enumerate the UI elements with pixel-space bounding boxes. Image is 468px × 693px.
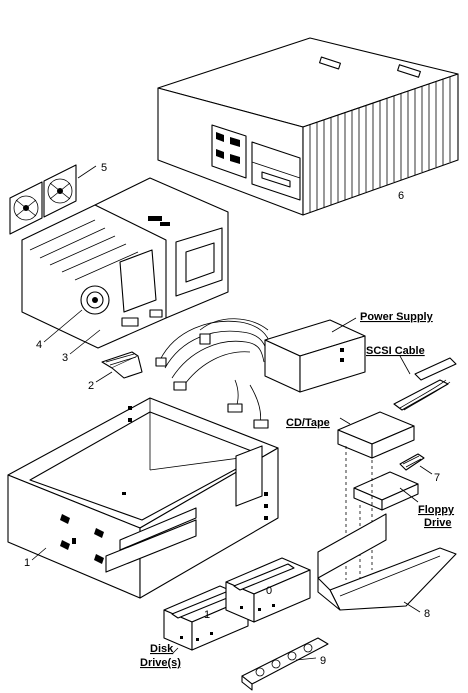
front-bezel-frame-part — [21, 177, 229, 349]
callout-9: 9 — [320, 655, 326, 667]
cover-front-panel — [211, 124, 301, 201]
label-disk-line2: Drive(s) — [140, 657, 181, 669]
bay-number-1: 1 — [204, 609, 210, 621]
callout-1: 1 — [24, 557, 30, 569]
label-disk-line1: Disk — [150, 643, 174, 655]
floppy-drive-part — [353, 471, 419, 511]
scsi-cable-part — [393, 357, 457, 411]
backplate-part — [241, 637, 329, 691]
power-supply-part — [155, 318, 366, 429]
small-connector-part — [399, 453, 425, 471]
callout-7: 7 — [434, 472, 440, 484]
label-scsi-cable: SCSI Cable — [366, 345, 425, 357]
callout-2: 2 — [88, 380, 94, 392]
drive-bracket-part — [317, 446, 457, 611]
label-power-supply: Power Supply — [360, 311, 434, 323]
callout-3: 3 — [62, 352, 68, 364]
small-cable-part — [101, 351, 143, 379]
cover-part — [157, 37, 459, 216]
label-floppy-line2: Drive — [424, 517, 452, 529]
bay-number-0: 0 — [266, 585, 272, 597]
chassis-base-part — [7, 397, 279, 599]
label-floppy-line1: Floppy — [418, 504, 455, 516]
disk-drive-0-part: 0 — [225, 557, 311, 623]
fan-assembly-part — [9, 164, 77, 235]
callout-8: 8 — [424, 608, 430, 620]
label-cd-tape: CD/Tape — [286, 417, 330, 429]
cd-tape-drive-part — [337, 411, 415, 459]
callout-5: 5 — [101, 162, 107, 174]
callout-6: 6 — [398, 190, 404, 202]
cover-vent-ribs — [309, 77, 451, 212]
callout-4: 4 — [36, 339, 42, 351]
